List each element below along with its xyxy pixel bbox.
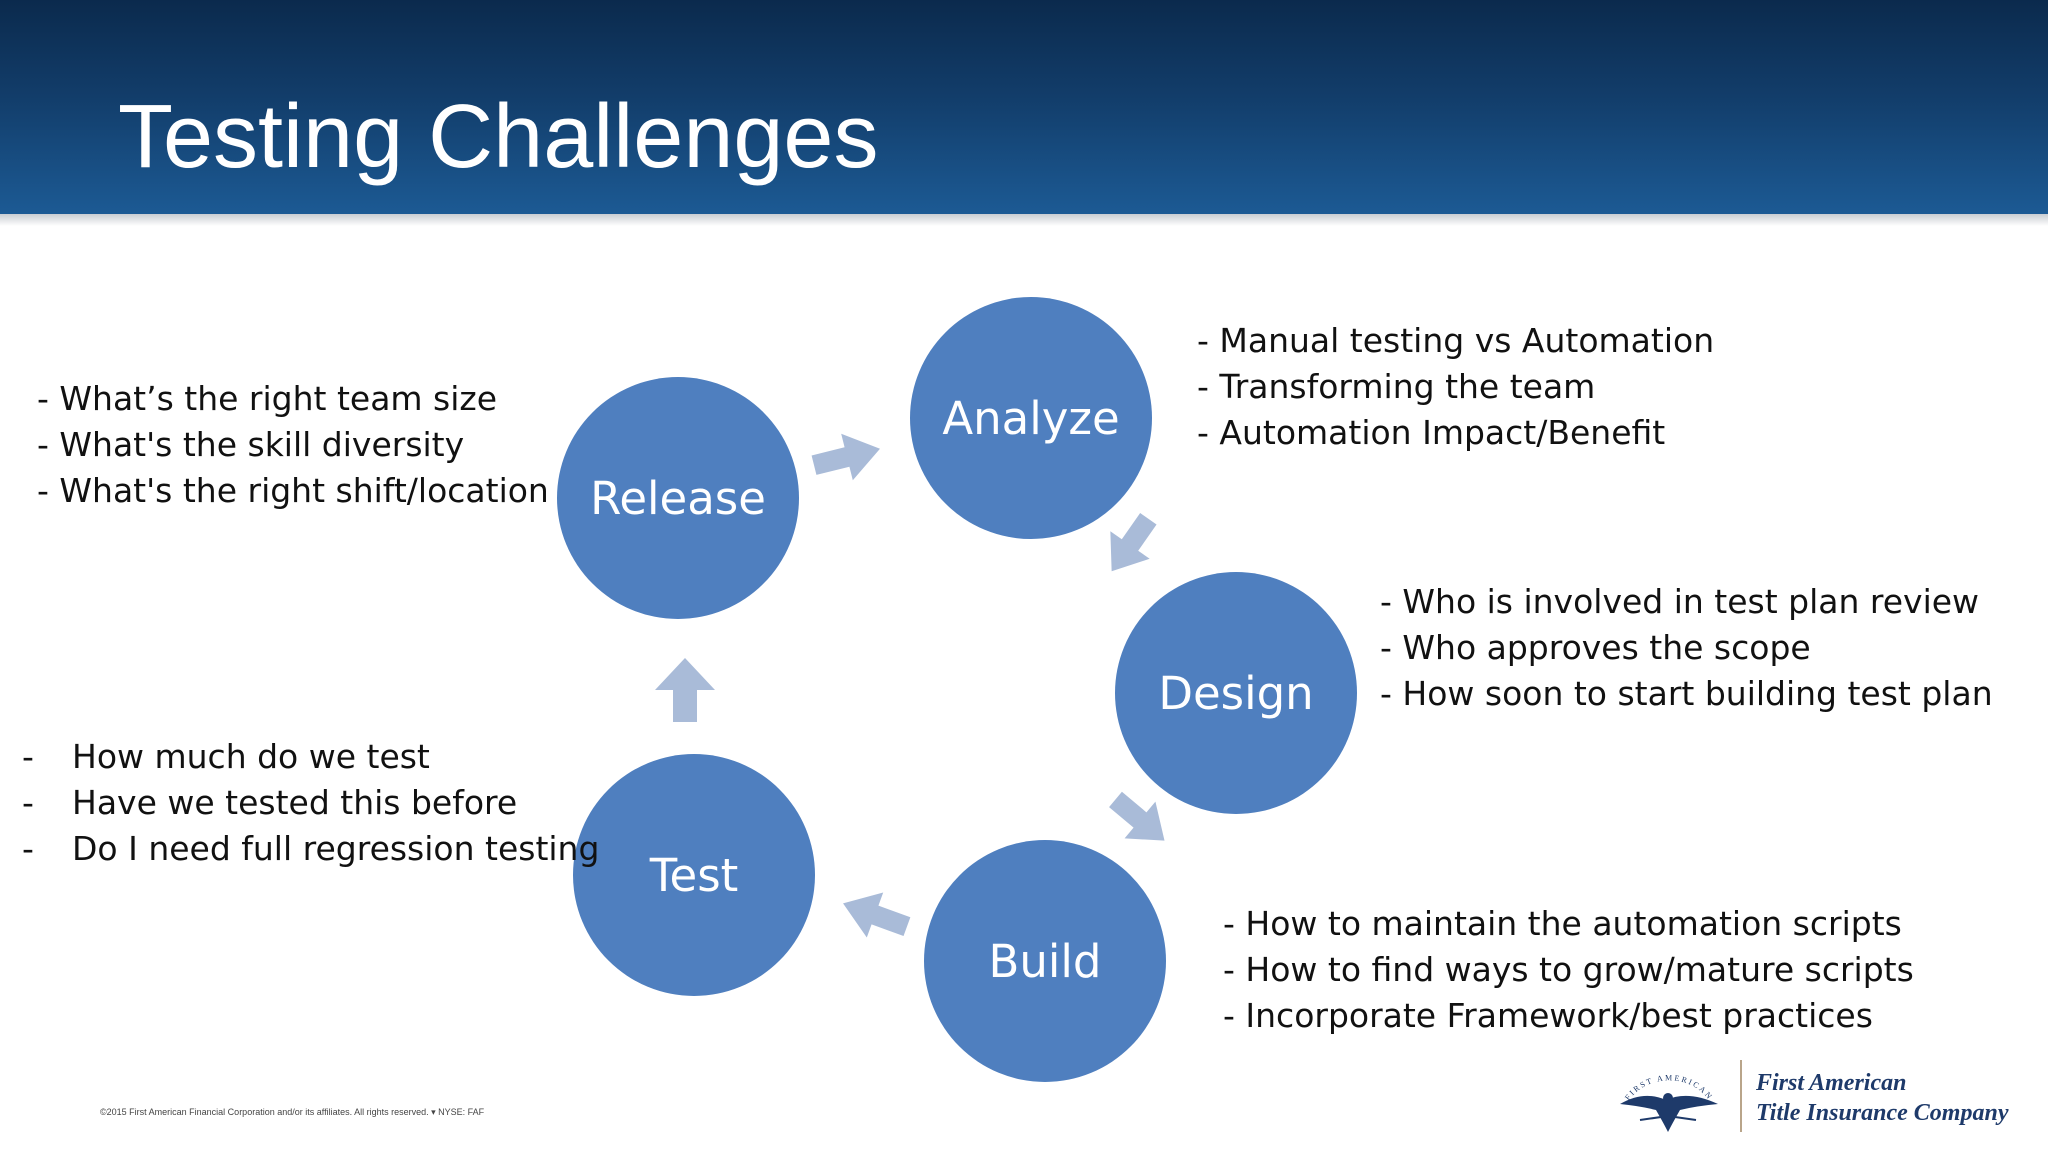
note-line: -Have we tested this before [22, 780, 599, 826]
note-text: Have we tested this before [72, 783, 518, 822]
note-line: - What’s the right team size [37, 379, 498, 418]
note-line: - Automation Impact/Benefit [1197, 413, 1666, 452]
stage-analyze: Analyze [910, 297, 1152, 539]
note-line: - Who is involved in test plan review [1380, 582, 1980, 621]
header-divider [0, 214, 2048, 226]
arrow-analyze-to-design [1110, 513, 1157, 572]
note-line: - What's the right shift/location [37, 471, 549, 510]
note-line: - What's the skill diversity [37, 425, 465, 464]
release-notes: - What’s the right team size - What's th… [37, 376, 549, 514]
note-line: - Incorporate Framework/best practices [1223, 996, 1873, 1035]
stage-release: Release [557, 377, 799, 619]
dash-bullet: - [22, 783, 34, 822]
company-logo-text: First American Title Insurance Company [1756, 1068, 2008, 1128]
dash-bullet: - [22, 829, 34, 868]
design-notes: - Who is involved in test plan review - … [1380, 579, 1993, 717]
note-text: Do I need full regression testing [72, 829, 600, 868]
dash-bullet: - [22, 737, 34, 776]
copyright-footer: ©2015 First American Financial Corporati… [100, 1107, 485, 1117]
note-line: - How to maintain the automation scripts [1223, 904, 1902, 943]
logo-divider [1740, 1060, 1742, 1132]
slide-title: Testing Challenges [118, 87, 879, 187]
eagle-seal-icon: FIRST AMERICAN [1620, 1073, 1718, 1132]
arrow-build-to-test [843, 892, 911, 938]
build-notes: - How to maintain the automation scripts… [1223, 901, 1914, 1039]
header-banner [0, 0, 2048, 214]
arrow-test-to-release [655, 658, 715, 722]
stage-build: Build [924, 840, 1166, 1082]
stage-test: Test [573, 754, 815, 996]
note-text: How much do we test [72, 737, 430, 776]
logo-line-2: Title Insurance Company [1756, 1100, 2009, 1126]
note-line: -Do I need full regression testing [22, 826, 599, 872]
logo-line-1: First American [1756, 1070, 1907, 1096]
note-line: -How much do we test [22, 734, 599, 780]
note-line: - Manual testing vs Automation [1197, 321, 1715, 360]
stage-design: Design [1115, 572, 1357, 814]
test-notes: -How much do we test -Have we tested thi… [22, 734, 599, 872]
note-line: - Who approves the scope [1380, 628, 1811, 667]
analyze-notes: - Manual testing vs Automation - Transfo… [1197, 318, 1714, 456]
note-line: - How soon to start building test plan [1380, 674, 1993, 713]
arrow-release-to-analyze [811, 433, 880, 481]
note-line: - Transforming the team [1197, 367, 1596, 406]
note-line: - How to find ways to grow/mature script… [1223, 950, 1914, 989]
arrow-design-to-build [1109, 791, 1165, 841]
